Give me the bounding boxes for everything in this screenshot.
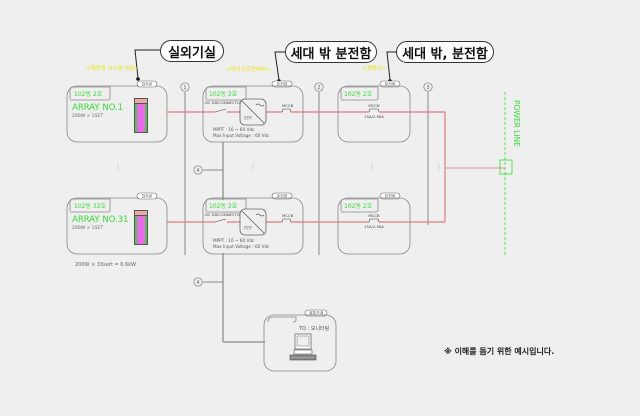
section-label-pv: <태양광 시스템 부분> [86, 66, 140, 72]
callout-leader-outdoor [134, 49, 162, 79]
power-line-junction [499, 159, 513, 175]
tag-inverter-1: 분전함 [271, 81, 293, 88]
inverter-unit-label: 102동 2호 [209, 203, 238, 210]
node-2: 2 [314, 82, 324, 92]
mccb-rating: 15A/2.5KA [364, 114, 384, 119]
mccb-breaker-icon [368, 218, 380, 224]
inverter-box-2[interactable]: 102동 2호 DC DISCONNECTOR MCCB MPPT : 16 ~… [202, 197, 304, 255]
dc-disconnector-label: DC DISCONNECTOR [205, 100, 243, 105]
array-spec: 200W × 1SET [72, 113, 103, 119]
svg-text:분전함: 분전함 [384, 81, 395, 87]
section-label-inverter: <마이크로인버터> [226, 67, 271, 73]
array-unit-label: 102동 32호 [74, 203, 107, 210]
array-total: 200W × 33sert = 6.6kW [75, 262, 136, 268]
max-input-spec: Max Input Voltage : 60 Vdc [213, 133, 270, 138]
svg-text:계통연계: 계통연계 [309, 310, 324, 316]
tag-inverter-2: 분전함 [271, 193, 293, 200]
svg-text:4: 4 [196, 168, 199, 174]
dc-disconnector-switch-icon [214, 218, 227, 225]
inverter-box-1[interactable]: 102동 2호 DC DISCONNECTOR MCCB MPPT : 16 ~… [202, 85, 304, 143]
mccb-breaker-icon [281, 218, 292, 224]
callout-outdoor-room: 실외기실 [160, 40, 224, 62]
monitoring-box[interactable]: TO : 모니터링 [263, 314, 337, 372]
mccb-breaker-icon [281, 108, 292, 114]
svg-text:접속반: 접속반 [141, 193, 152, 199]
computer-icon [289, 333, 317, 361]
continuation-dots [117, 163, 440, 171]
svg-text:2: 2 [317, 85, 320, 91]
distribution-unit-label: 102동 2호 [344, 203, 373, 210]
array-name: ARRAY NO.1 [72, 103, 123, 113]
max-input-spec: Max Input Voltage : 60 Vdc [213, 244, 270, 249]
power-line-label: POWER LINE [512, 100, 521, 147]
mccb-breaker-icon [368, 108, 380, 114]
mccb-label: MCCB [282, 213, 294, 218]
distribution-box-1[interactable]: 102동 2호 MCCB 15A/2.5KA [337, 85, 411, 143]
distribution-unit-label: 102동 2호 [344, 91, 373, 98]
node-1: 1 [180, 82, 190, 92]
inverter-unit-label: 102동 2호 [209, 91, 238, 98]
dc-disconnector-label: DC DISCONNECTOR [205, 212, 243, 217]
tag-array-1: 접속반 [136, 81, 158, 88]
array-box-31[interactable]: 102동 32호 ARRAY NO.31 200W × 1SET [66, 197, 168, 255]
mccb-label: MCCB [368, 103, 380, 108]
mppt-spec: MPPT : 16 ~ 60 Vdc [213, 238, 255, 243]
mccb-rating: 15A/2.5KA [364, 224, 384, 229]
node-4: 4 [193, 165, 203, 175]
mppt-spec: MPPT : 16 ~ 60 Vdc [213, 127, 255, 132]
svg-text:3: 3 [426, 85, 429, 91]
inverter-symbol-icon [239, 98, 267, 126]
mccb-label: MCCB [368, 213, 380, 218]
tag-monitor: 계통연계 [304, 310, 328, 317]
svg-text:분전함: 분전함 [384, 193, 395, 199]
callout-leader-inside-1 [274, 51, 287, 81]
distribution-box-2[interactable]: 102동 2호 MCCB 15A/2.5KA [337, 197, 411, 255]
array-unit-label: 102동 2호 [74, 91, 103, 98]
section-label-meter: <계량기> [362, 66, 387, 72]
callout-distribution-box-1: 세대 밖 분전함 [285, 41, 377, 63]
svg-text:1: 1 [183, 85, 186, 91]
footnote: ※ 이해를 돕기 위한 예시입니다. [444, 347, 555, 356]
svg-text:분전함: 분전함 [276, 193, 287, 199]
array-box-1[interactable]: 102동 2호 ARRAY NO.1 200W × 1SET [66, 85, 168, 143]
svg-text:분전함: 분전함 [276, 81, 287, 87]
inverter-symbol-icon [239, 208, 267, 236]
node-4b: 4 [193, 277, 203, 287]
svg-text:4: 4 [196, 280, 199, 286]
tag-meter-1: 분전함 [379, 81, 401, 88]
dc-disconnector-switch-icon [214, 108, 227, 115]
callout-leader-inside-2 [386, 51, 397, 81]
mccb-label: MCCB [282, 103, 294, 108]
tag-meter-2: 분전함 [379, 193, 401, 200]
node-3: 3 [423, 82, 433, 92]
tag-array-31: 접속반 [136, 193, 158, 200]
svg-text:접속반: 접속반 [141, 81, 152, 87]
array-spec: 200W × 1SET [72, 225, 103, 231]
pv-module-icon [134, 210, 148, 245]
array-name: ARRAY NO.31 [72, 215, 129, 225]
monitoring-label: TO : 모니터링 [298, 325, 329, 332]
pv-module-icon [134, 98, 148, 133]
callout-distribution-box-2: 세대 밖, 분전함 [396, 41, 494, 63]
